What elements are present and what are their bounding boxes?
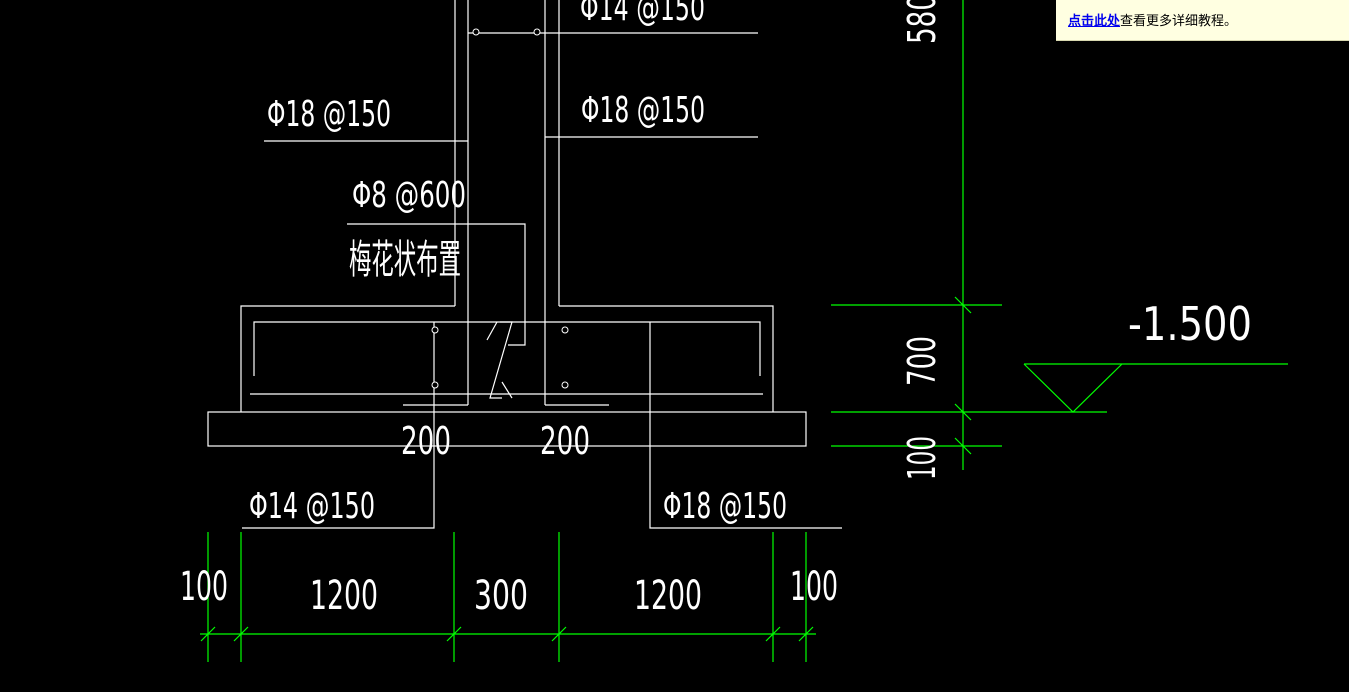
label-base-left: Φ14 @150 (249, 486, 375, 527)
structure-lines (207, 0, 842, 529)
wall-thickness-labels: 200 200 (401, 419, 590, 463)
dim-left-heel: 1200 (310, 573, 378, 619)
label-wall-left: Φ18 @150 (267, 94, 391, 135)
dim-right-toe: 1200 (634, 573, 702, 619)
label-top-right-partial: Φ14 @150 (580, 0, 705, 29)
dim-top-partial: 580 (900, 0, 944, 44)
vertical-dim-labels: 580 700 100 (900, 0, 944, 480)
rebar-dots (431, 28, 569, 389)
dim-right-offset: 100 (790, 564, 838, 610)
dim-left-offset: 100 (180, 564, 228, 610)
dim-blinding-height: 100 (900, 436, 944, 480)
wall-thickness-left: 200 (401, 419, 451, 463)
dim-wall: 300 (474, 573, 528, 619)
dim-footing-height: 700 (900, 336, 944, 386)
help-link[interactable]: 点击此处 (1068, 13, 1121, 28)
label-tie-note: 梅花状布置 (349, 237, 461, 283)
label-tie: Φ8 @600 (352, 175, 466, 216)
help-tooltip-text: 查看更多详细教程。 (1120, 13, 1238, 28)
label-base-right: Φ18 @150 (663, 486, 787, 527)
bottom-dim-labels: 100 1200 300 1200 100 (180, 564, 838, 619)
elevation-label: -1.500 (1128, 297, 1252, 351)
rebar-labels: Φ14 @150 Φ18 @150 Φ18 @150 Φ8 @600 梅花状布置… (249, 0, 787, 527)
dimension-lines (200, 0, 1288, 662)
wall-thickness-right: 200 (540, 419, 590, 463)
label-wall-right: Φ18 @150 (581, 90, 705, 131)
help-tooltip: 点击此处查看更多详细教程。 (1056, 0, 1349, 41)
